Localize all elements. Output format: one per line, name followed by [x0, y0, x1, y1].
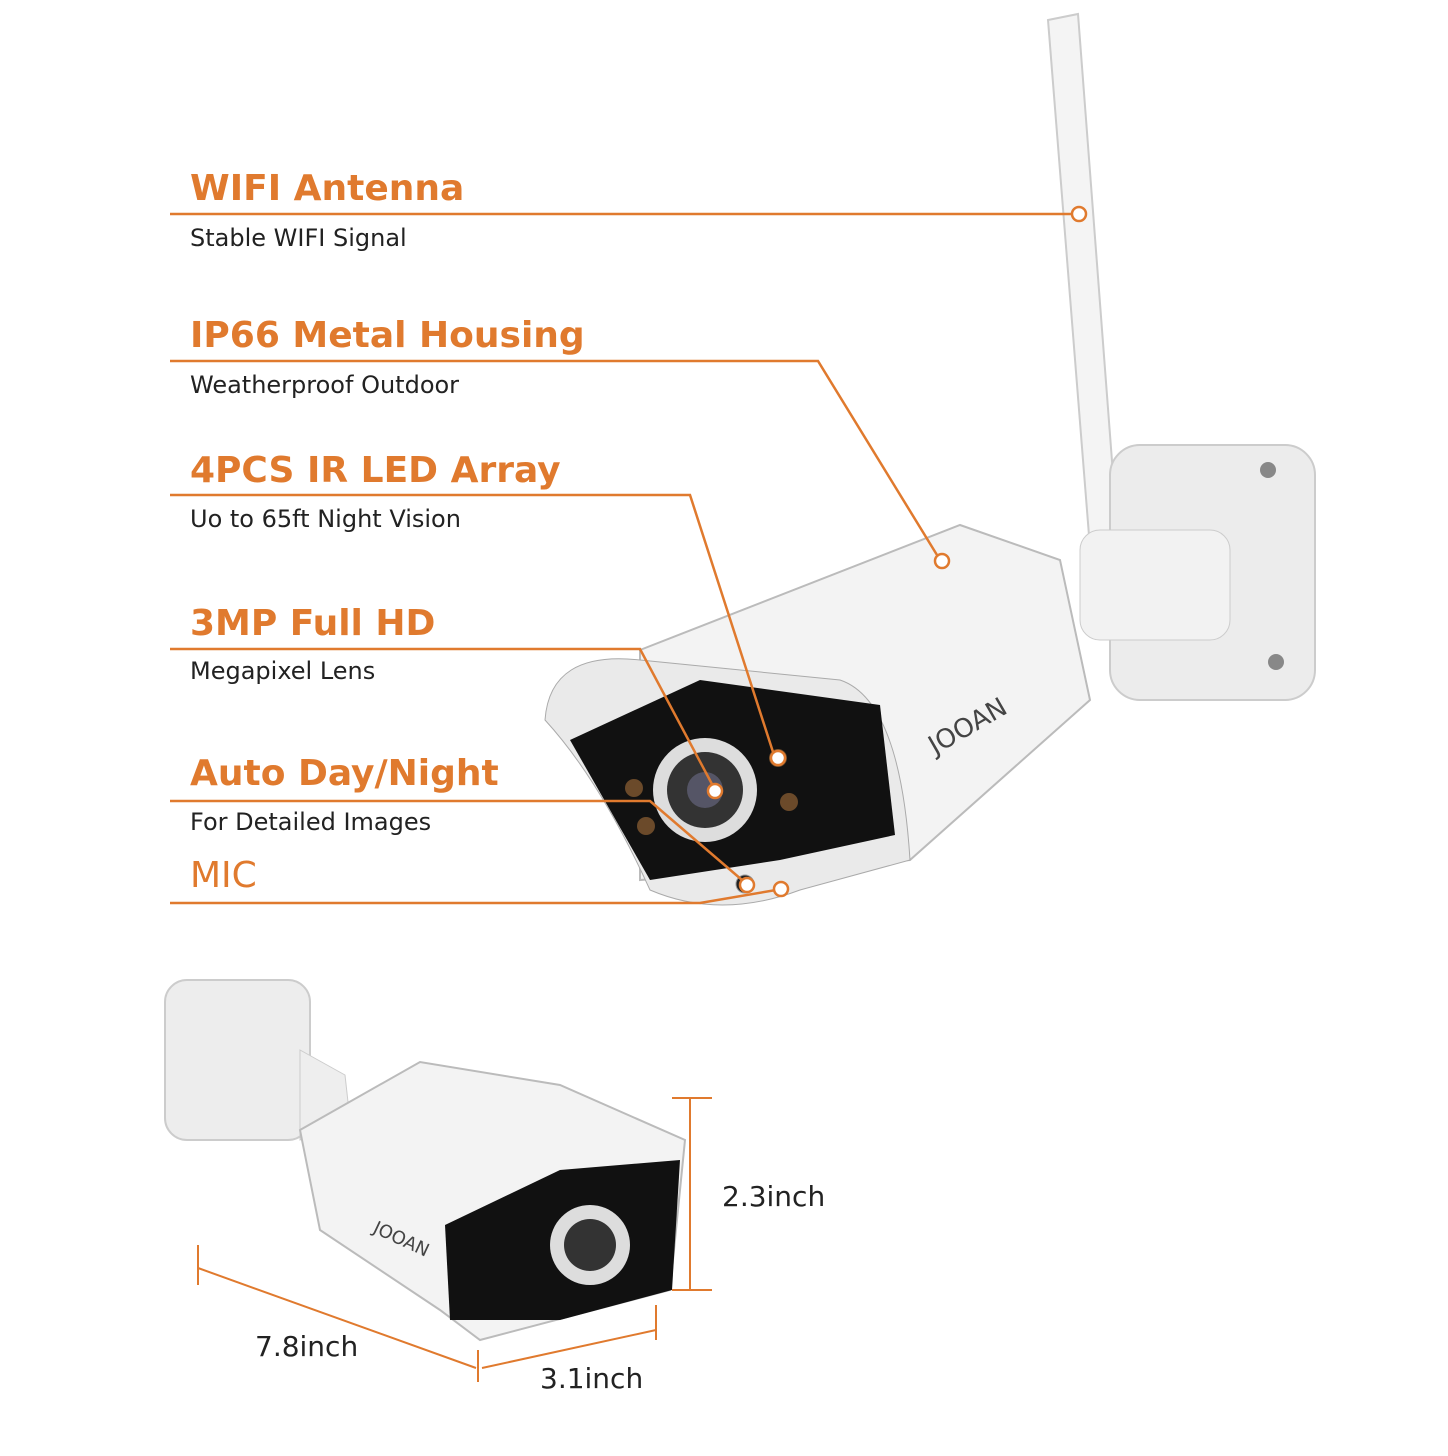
- callout-lines: [170, 205, 1088, 905]
- feature-title-mic: MIC: [190, 855, 257, 896]
- feature-title-ir-led: 4PCS IR LED Array: [190, 450, 561, 491]
- feature-title-lens: 3MP Full HD: [190, 603, 436, 644]
- camera-top: JOOAN: [544, 12, 1316, 906]
- camera-bottom: JOOAN: [164, 979, 687, 1342]
- feature-title-wifi-antenna: WIFI Antenna: [190, 168, 465, 209]
- antenna: [1046, 12, 1120, 550]
- feature-subtitle-lens: Megapixel Lens: [190, 657, 376, 685]
- dimension-length: 7.8inch: [255, 1330, 359, 1363]
- dimension-lines: [197, 1097, 712, 1382]
- feature-subtitle-housing: Weatherproof Outdoor: [190, 371, 460, 399]
- feature-title-day-night: Auto Day/Night: [190, 753, 499, 794]
- feature-subtitle-wifi-antenna: Stable WIFI Signal: [190, 224, 407, 252]
- dimension-width: 3.1inch: [540, 1362, 644, 1395]
- feature-subtitle-ir-led: Uo to 65ft Night Vision: [190, 505, 461, 533]
- feature-title-housing: IP66 Metal Housing: [190, 315, 585, 356]
- feature-subtitle-day-night: For Detailed Images: [190, 808, 432, 836]
- dimension-height: 2.3inch: [722, 1180, 826, 1213]
